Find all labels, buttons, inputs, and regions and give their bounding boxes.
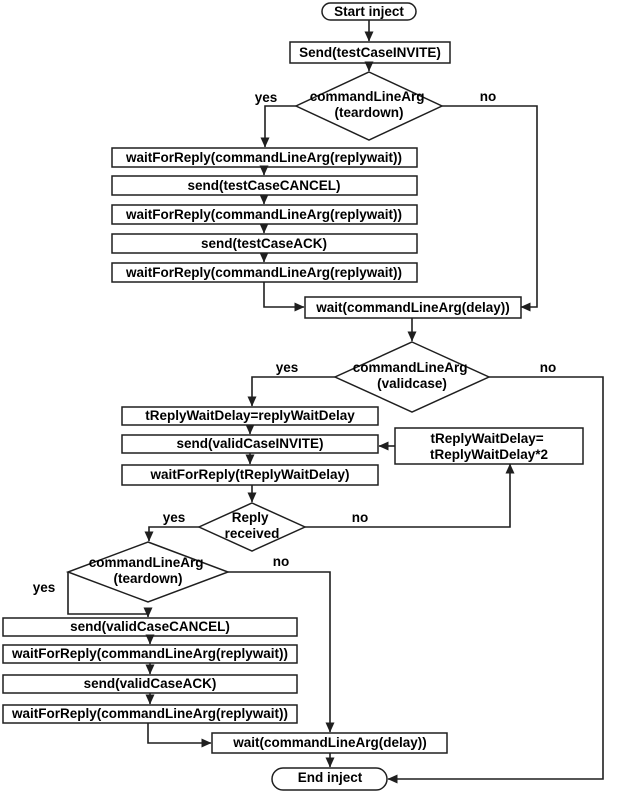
arrow-validcase-no-to-end xyxy=(387,376,604,784)
wait-reply-c2-label: waitForReply(commandLineArg(replywait)) xyxy=(11,706,288,721)
send-validcase-cancel-label: send(validCaseCANCEL) xyxy=(70,619,230,634)
arrow-c4-to-wait2 xyxy=(147,723,212,748)
wait-reply-u2-label: waitForReply(commandLineArg(replywait)) xyxy=(125,207,402,222)
wait-reply-treply-label: waitForReply(tReplyWaitDelay) xyxy=(149,467,349,482)
arrow-validcase-yes xyxy=(247,376,335,407)
wait-reply-u3-label: waitForReply(commandLineArg(replywait)) xyxy=(125,265,402,280)
end-terminator xyxy=(271,767,388,791)
teardown1-diamond xyxy=(294,71,444,141)
teardown1-no-label: no xyxy=(480,89,497,104)
arrow-reply-yes-to-teardown2 xyxy=(144,526,199,542)
teardown2-yes-label: yes xyxy=(33,580,56,595)
set-treply-wait-delay-label: tReplyWaitDelay=replyWaitDelay xyxy=(145,408,355,423)
teardown2-diamond xyxy=(65,541,231,603)
arrow-reply-no-to-double-delay xyxy=(305,463,515,528)
arrow-teardown1-no xyxy=(442,105,538,312)
send-validcase-invite-label: send(validCaseINVITE) xyxy=(176,436,323,451)
send-testcase-invite-label: Send(testCaseINVITE) xyxy=(299,45,441,60)
validcase-label: commandLineArg (validcase) xyxy=(353,360,472,391)
wait-reply-u1-label: waitForReply(commandLineArg(replywait)) xyxy=(125,150,402,165)
reply-received-label: Reply received xyxy=(225,510,280,541)
reply-received-yes-label: yes xyxy=(163,510,186,525)
end-label: End inject xyxy=(298,770,363,785)
arrow-u5-to-wait1 xyxy=(263,282,305,312)
wait-reply-c2-box xyxy=(2,704,298,724)
arrow-teardown2-yes xyxy=(67,572,153,618)
wait-delay-1-label: wait(commandLineArg(delay)) xyxy=(315,300,510,315)
send-testcase-ack-label: send(testCaseACK) xyxy=(201,236,327,251)
reply-received-no-label: no xyxy=(352,510,369,525)
start-label: Start inject xyxy=(334,4,404,19)
wait-reply-treply-box xyxy=(121,464,379,486)
teardown1-yes-label: yes xyxy=(255,90,278,105)
validcase-diamond xyxy=(333,341,491,413)
validcase-no-label: no xyxy=(540,360,557,375)
reply-received-diamond xyxy=(197,502,307,552)
arrow-teardown1-yes xyxy=(260,105,296,148)
teardown2-no-label: no xyxy=(273,554,290,569)
double-treply-wait-delay-box xyxy=(394,427,584,465)
teardown2-label: commandLineArg (teardown) xyxy=(89,555,208,586)
arrow-teardown2-no-to-wait2 xyxy=(228,571,335,733)
send-validcase-ack-label: send(validCaseACK) xyxy=(84,676,217,691)
send-testcase-cancel-label: send(testCaseCANCEL) xyxy=(187,178,340,193)
validcase-yes-label: yes xyxy=(276,360,299,375)
wait-reply-c1-label: waitForReply(commandLineArg(replywait)) xyxy=(11,646,288,661)
wait-delay-2-label: wait(commandLineArg(delay)) xyxy=(232,735,427,750)
double-treply-wait-delay-label: tReplyWaitDelay= tReplyWaitDelay*2 xyxy=(430,431,548,462)
teardown1-label: commandLineArg (teardown) xyxy=(310,89,429,120)
